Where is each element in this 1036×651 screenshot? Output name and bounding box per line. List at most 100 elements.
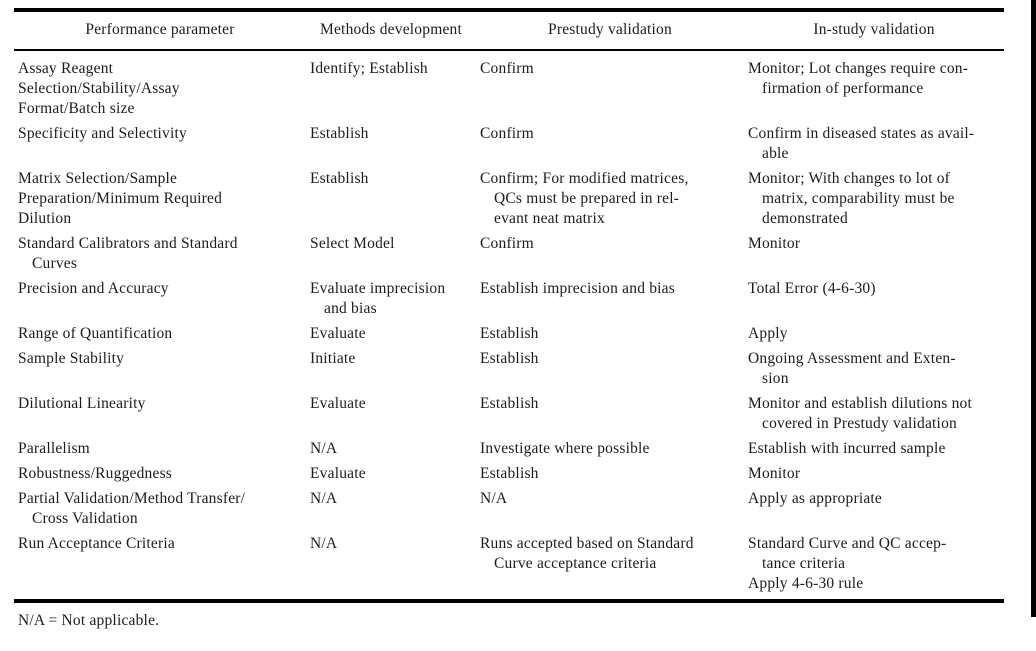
cell-line: Apply xyxy=(748,325,788,342)
cell-line: matrix, comparability must be xyxy=(762,190,955,207)
cell-line: Format/Batch size xyxy=(18,100,135,117)
validation-parameters-table: Performance parameter Methods developmen… xyxy=(14,8,1004,603)
cell-line: Investigate where possible xyxy=(480,440,650,457)
cell-line: Range of Quantification xyxy=(18,325,173,342)
cell-methods-development: Identify; Establish xyxy=(306,50,476,124)
cell-line: and bias xyxy=(324,300,377,317)
cell-line: Curves xyxy=(32,255,78,272)
cell-methods-development: Initiate xyxy=(306,349,476,394)
cell-line: Sample Stability xyxy=(18,350,125,367)
cell-line: Confirm xyxy=(480,60,534,77)
cell-prestudy-validation: N/A xyxy=(476,489,744,534)
table-row: Specificity and Selectivity Establish Conf… xyxy=(14,124,1004,169)
validation-table-container: Performance parameter Methods developmen… xyxy=(14,8,1004,631)
cell-line: Total Error (4-6-30) xyxy=(748,280,876,297)
table-row: Run Acceptance Criteria N/A Runs accepted … xyxy=(14,534,1004,601)
cell-line: Precision and Accuracy xyxy=(18,280,169,297)
cell-line: Assay Reagent xyxy=(18,60,114,77)
cell-line: Matrix Selection/Sample xyxy=(18,170,178,187)
cell-line: Evaluate xyxy=(310,325,366,342)
cell-line: Establish imprecision and bias xyxy=(480,280,675,297)
cell-line: Ongoing Assessment and Exten- xyxy=(748,350,956,367)
cell-performance-parameter: Dilutional Linearity xyxy=(14,394,306,439)
cell-performance-parameter: Range of Quantification xyxy=(14,324,306,349)
cell-in-study-validation: Monitor; Lot changes require con-firmati… xyxy=(744,50,1004,124)
cell-line: Monitor xyxy=(748,465,801,482)
column-header-in-study-validation: In-study validation xyxy=(744,10,1004,51)
cell-line: sion xyxy=(762,370,789,387)
cell-in-study-validation: Standard Curve and QC accep-tance criter… xyxy=(744,534,1004,601)
cell-line: Monitor xyxy=(748,235,801,252)
cell-in-study-validation: Monitor; With changes to lot of matrix, c… xyxy=(744,169,1004,234)
cell-line: Preparation/Minimum Required xyxy=(18,190,223,207)
cell-line: Establish with incurred sample xyxy=(748,440,946,457)
cell-in-study-validation: Monitor xyxy=(744,234,1004,279)
cell-line: Parallelism xyxy=(18,440,90,457)
cell-methods-development: Establish xyxy=(306,169,476,234)
cell-line: Partial Validation/Method Transfer/ xyxy=(18,490,246,507)
cell-in-study-validation: Total Error (4-6-30) xyxy=(744,279,1004,324)
cell-line: N/A xyxy=(310,490,338,507)
column-header-performance-parameter: Performance parameter xyxy=(14,10,306,51)
cell-methods-development: Evaluate xyxy=(306,324,476,349)
cell-line: N/A xyxy=(480,490,508,507)
cell-line: Identify; Establish xyxy=(310,60,428,77)
cell-line: Evaluate xyxy=(310,465,366,482)
cell-methods-development: Select Model xyxy=(306,234,476,279)
cell-methods-development: Establish xyxy=(306,124,476,169)
cell-line: Runs accepted based on Standard xyxy=(480,535,694,552)
cell-in-study-validation: Apply as appropriate xyxy=(744,489,1004,534)
cell-prestudy-validation: Confirm; For modified matrices,QCs must … xyxy=(476,169,744,234)
cell-line: Selection/Stability/Assay xyxy=(18,80,180,97)
cell-line: Monitor; With changes to lot of xyxy=(748,170,951,187)
cell-line: demonstrated xyxy=(762,210,848,227)
cell-line: Establish xyxy=(480,350,539,367)
cell-line: Robustness/Ruggedness xyxy=(18,465,173,482)
cell-line: Establish xyxy=(480,395,539,412)
cell-prestudy-validation: Establish xyxy=(476,324,744,349)
cell-line: Confirm in diseased states as avail- xyxy=(748,125,975,142)
cell-line: Dilutional Linearity xyxy=(18,395,146,412)
cell-line: Apply 4-6-30 rule xyxy=(748,575,864,592)
cell-line: Evaluate xyxy=(310,395,366,412)
cell-line: Standard Calibrators and Standard xyxy=(18,235,238,252)
cell-prestudy-validation: Establish imprecision and bias xyxy=(476,279,744,324)
cell-line: N/A xyxy=(310,440,338,457)
cell-line: Select Model xyxy=(310,235,395,252)
cell-prestudy-validation: Confirm xyxy=(476,50,744,124)
cell-line: Curve acceptance criteria xyxy=(494,555,657,572)
cell-line: N/A xyxy=(310,535,338,552)
cell-line: Monitor; Lot changes require con- xyxy=(748,60,969,77)
cell-line: Confirm; For modified matrices, xyxy=(480,170,689,187)
cell-in-study-validation: Confirm in diseased states as avail-able xyxy=(744,124,1004,169)
table-row: Partial Validation/Method Transfer/Cross… xyxy=(14,489,1004,534)
cell-line: Establish xyxy=(310,125,369,142)
cell-line: Run Acceptance Criteria xyxy=(18,535,175,552)
cell-prestudy-validation: Establish xyxy=(476,349,744,394)
table-header: Performance parameter Methods developmen… xyxy=(14,10,1004,51)
table-row: Dilutional Linearity Evaluate Establish Mon… xyxy=(14,394,1004,439)
cell-in-study-validation: Monitor xyxy=(744,464,1004,489)
cell-in-study-validation: Ongoing Assessment and Exten-sion xyxy=(744,349,1004,394)
cell-line: Standard Curve and QC accep- xyxy=(748,535,947,552)
cell-prestudy-validation: Confirm xyxy=(476,234,744,279)
cell-line: Monitor and establish dilutions not xyxy=(748,395,972,412)
column-header-prestudy-validation: Prestudy validation xyxy=(476,10,744,51)
cell-line: Specificity and Selectivity xyxy=(18,125,187,142)
cell-performance-parameter: Robustness/Ruggedness xyxy=(14,464,306,489)
header-row: Performance parameter Methods developmen… xyxy=(14,10,1004,51)
cell-performance-parameter: Parallelism xyxy=(14,439,306,464)
cell-line: able xyxy=(762,145,789,162)
cell-line: firmation of performance xyxy=(762,80,924,97)
